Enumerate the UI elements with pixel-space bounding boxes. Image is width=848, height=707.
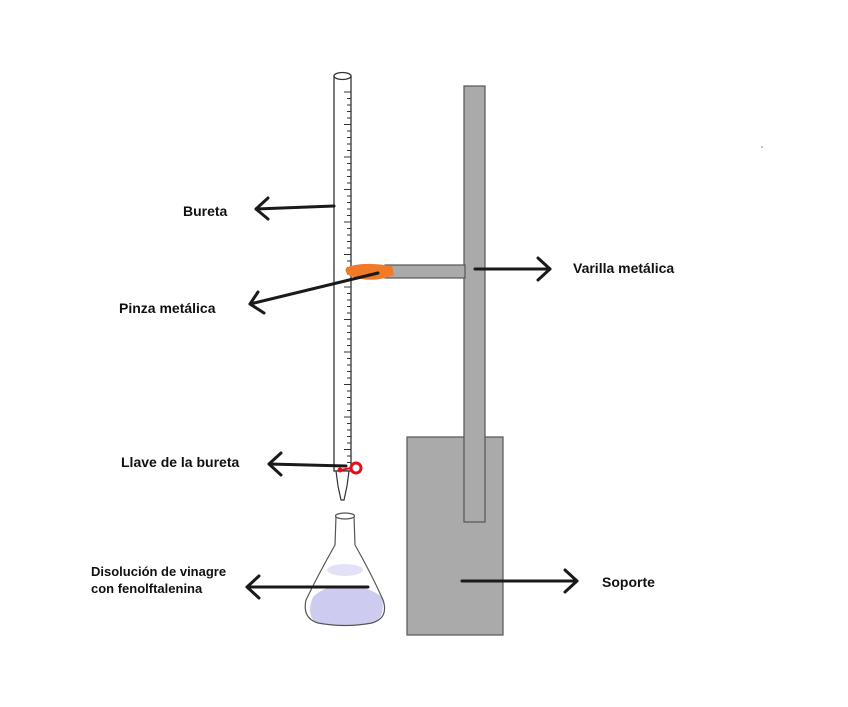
stray-dot — [761, 146, 763, 148]
arrow-soporte — [460, 568, 579, 594]
arrow-pinza — [248, 271, 380, 315]
label-varilla: Varilla metálica — [573, 260, 674, 276]
arrow-bureta — [254, 196, 336, 221]
arrow-llave — [267, 451, 348, 477]
arrow-disolucion — [245, 574, 370, 600]
label-soporte: Soporte — [602, 574, 655, 590]
stopcock-red — [337, 461, 363, 475]
label-bureta: Bureta — [183, 203, 228, 219]
horizontal-rod — [384, 264, 466, 279]
erlenmeyer-flask — [304, 512, 386, 627]
stand-rod — [463, 85, 486, 523]
clamp-orange — [345, 263, 394, 280]
arrow-varilla — [473, 256, 552, 282]
label-disolucion-line1: Disolución de vinagre — [91, 564, 226, 579]
label-pinza: Pinza metálica — [119, 300, 216, 316]
label-disolucion-line2: con fenolftalenina — [91, 581, 203, 596]
burette — [333, 71, 352, 501]
label-llave: Llave de la bureta — [121, 454, 239, 470]
stand-base — [406, 436, 504, 636]
